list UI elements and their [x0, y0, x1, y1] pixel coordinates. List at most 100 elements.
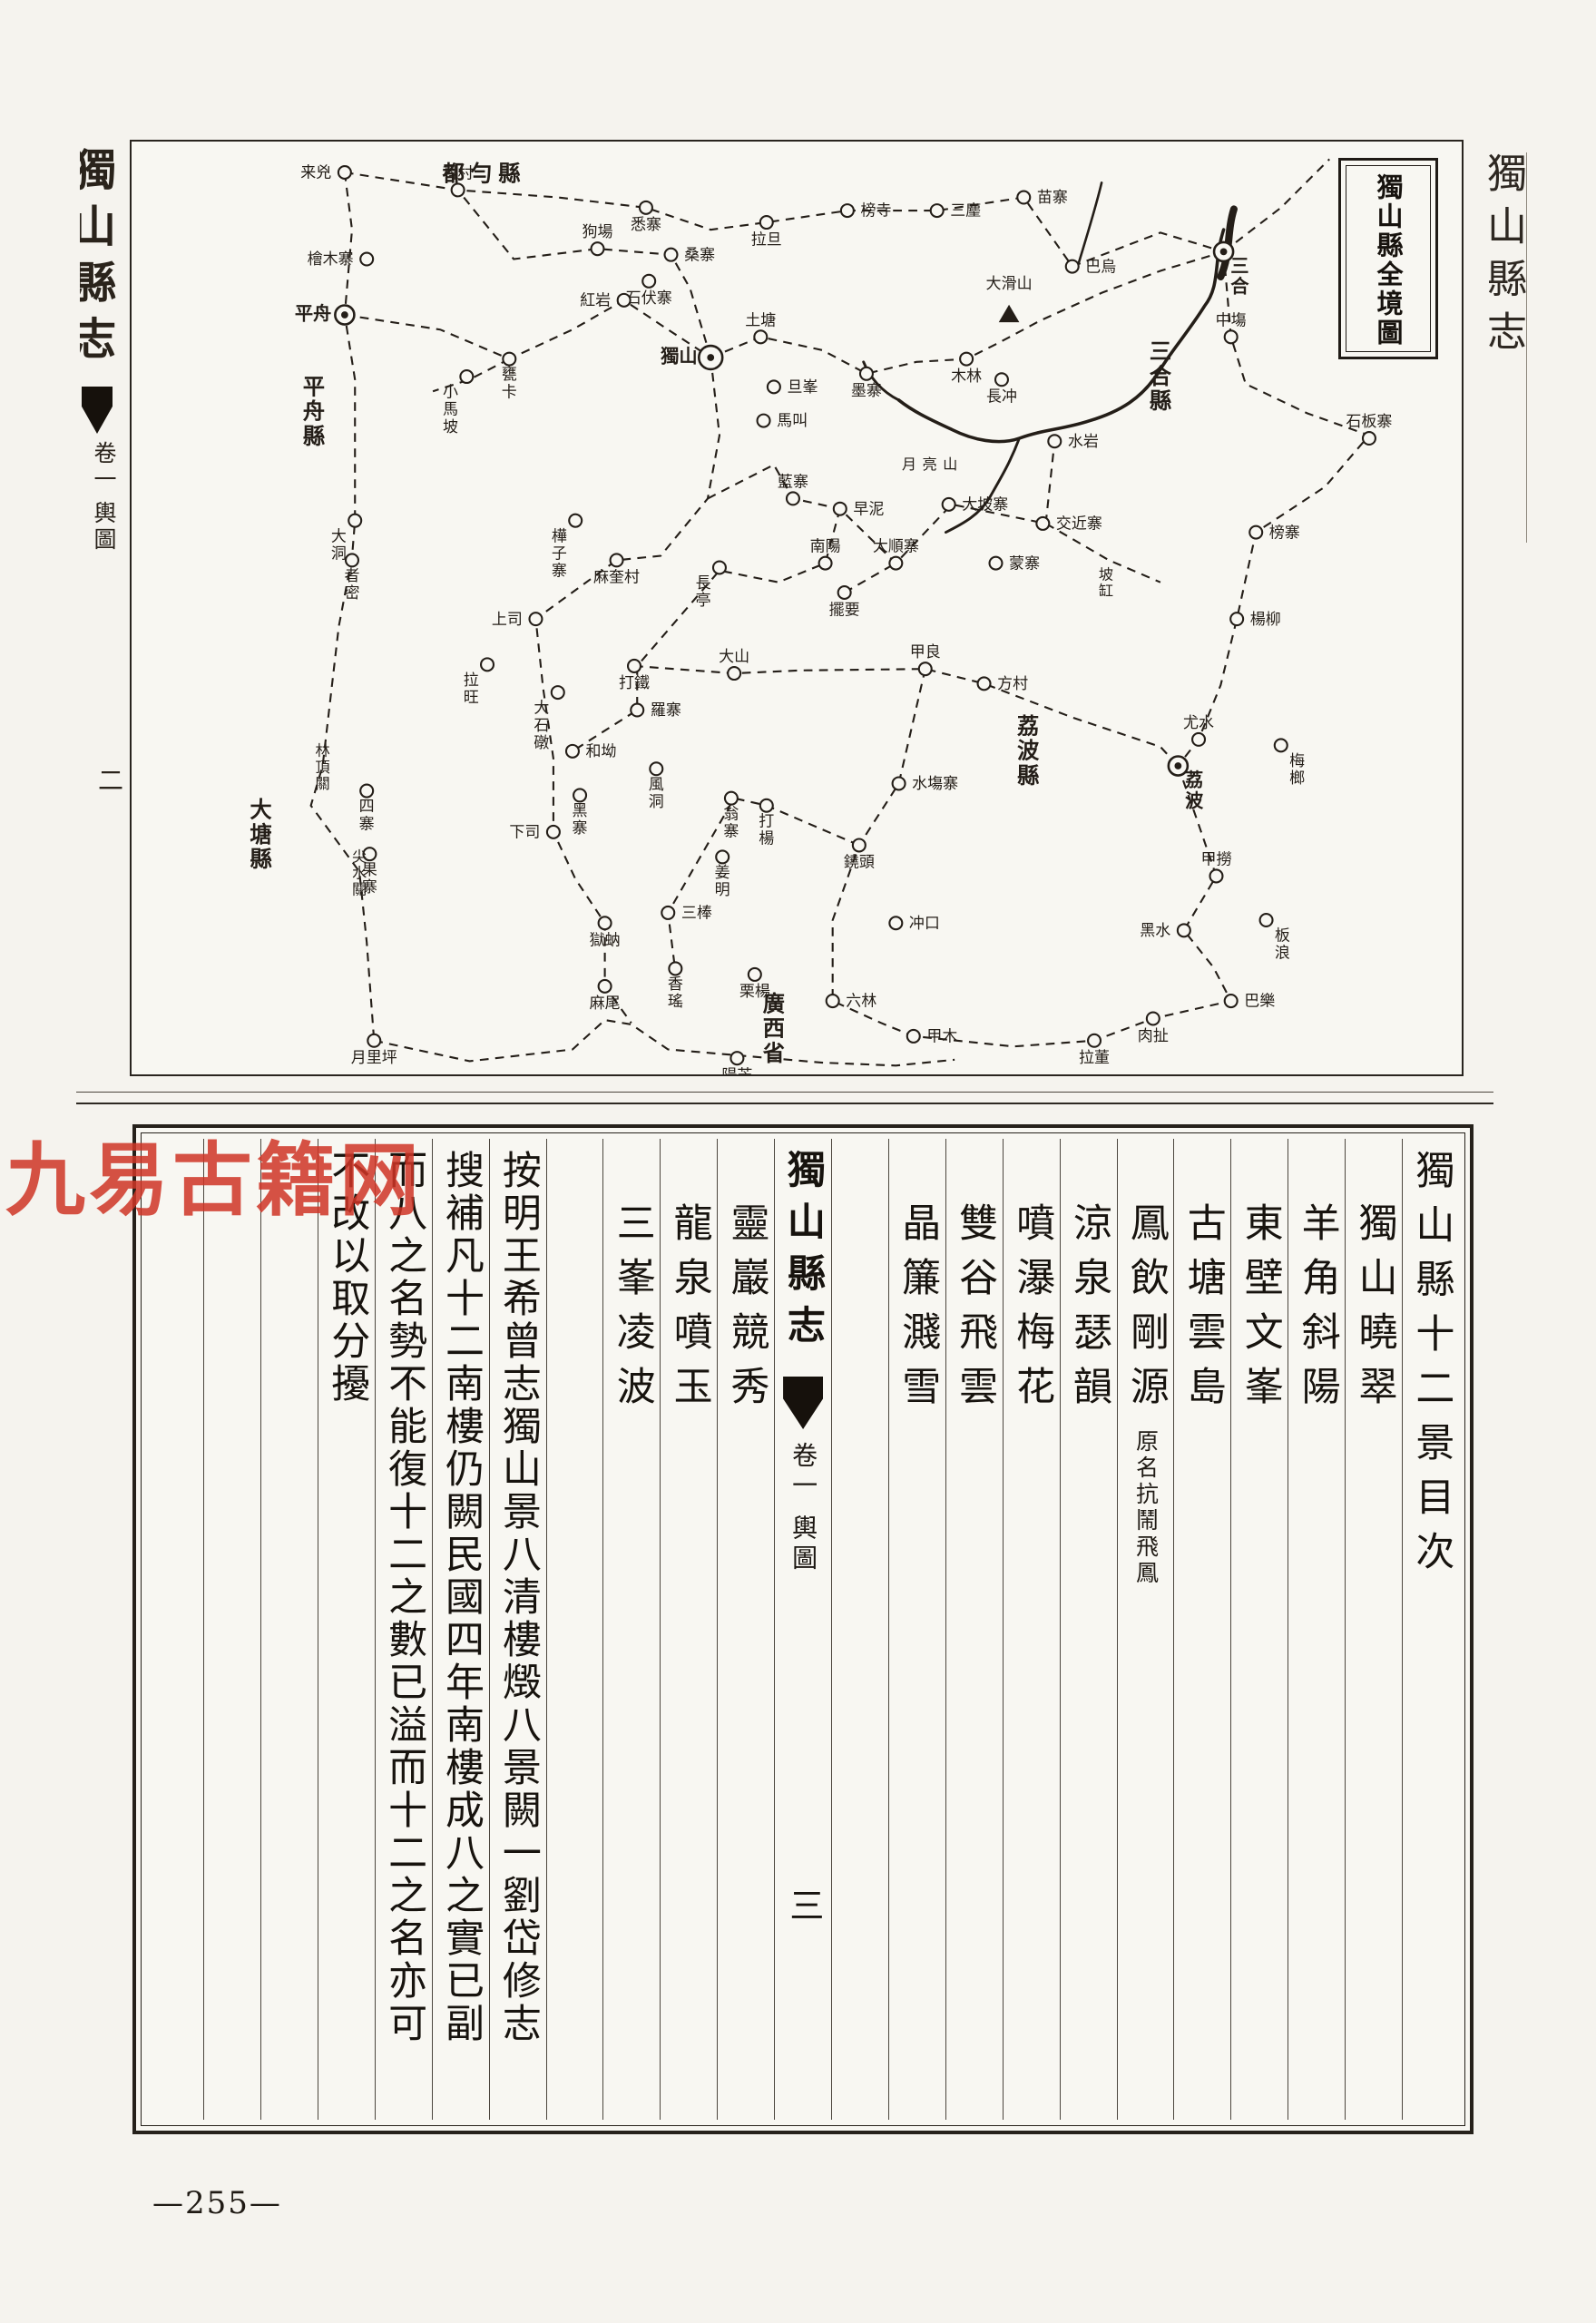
adjacent-page-title: 獨山縣志 — [1480, 152, 1526, 363]
map-river — [944, 436, 1021, 534]
map-town-label: 南陽 — [810, 538, 841, 556]
map-town-marker — [1064, 259, 1080, 274]
map-city-marker-dot — [707, 354, 715, 361]
map-town-marker — [759, 798, 774, 813]
map-town-label: 打楊 — [759, 812, 774, 848]
map-town-marker — [573, 788, 588, 803]
map-route — [831, 668, 926, 1037]
map-terrain-label: 月亮山 — [902, 456, 964, 473]
map-town-label: 土塘 — [745, 311, 776, 329]
map-town-marker — [661, 905, 676, 920]
map-city-marker-dot — [1174, 762, 1182, 769]
map-town-marker — [839, 203, 855, 219]
map-title-inner-border: 獨山縣全境圖 — [1346, 165, 1431, 352]
map-town-marker — [362, 847, 377, 862]
map-town-label: 打鐵 — [619, 674, 650, 692]
map-town-label: 桑寨 — [684, 246, 715, 264]
map-town-marker — [550, 685, 565, 701]
map-town-label: 悉寨 — [631, 216, 661, 234]
map-region-label: 荔波縣 — [1017, 712, 1040, 788]
map-town-marker — [1223, 994, 1239, 1009]
map-city-label: 荔波 — [1184, 769, 1204, 812]
map-town-label: 擺要 — [829, 601, 860, 619]
map-town-marker — [729, 1051, 745, 1066]
map-town-marker — [597, 916, 612, 931]
map-town-marker — [459, 369, 475, 385]
map-town-marker — [759, 215, 774, 230]
text-column: 三峯凌波 — [602, 1139, 660, 2120]
map-town-label: 小馬坡 — [443, 384, 458, 436]
map-town-marker — [528, 612, 543, 627]
map-terrain-label: 尖水關 — [352, 848, 367, 897]
map-town-label: 馬叫 — [777, 412, 808, 430]
text-column: 雙谷飛雲 — [945, 1139, 1003, 2120]
map-town-marker — [941, 496, 956, 512]
column-text: 羊角斜陽 — [1295, 1202, 1341, 1420]
fold-section: 輿圖 — [788, 1514, 819, 1574]
column-note: 原名抗鬧飛鳳 — [1132, 1429, 1160, 1587]
map-town-label: 水塲寨 — [912, 775, 958, 793]
map-town-label: 大石礅 — [534, 700, 549, 752]
map-town-label: 梅榔 — [1289, 752, 1305, 788]
map-town-marker — [727, 666, 742, 681]
map-town-label: 長冲 — [986, 388, 1017, 407]
map-town-label: 榜寺 — [860, 202, 891, 221]
text-column: 而八之名勢不能復十二之數已溢而十二之名亦可 — [374, 1139, 432, 2120]
map-town-marker — [450, 182, 465, 198]
map-town-label: 藍寨 — [778, 473, 808, 491]
map-town-marker — [1229, 612, 1245, 627]
column-text: 東壁文峯 — [1238, 1202, 1284, 1420]
map-town-marker — [545, 824, 561, 839]
gutter-volume: 卷一 — [91, 441, 117, 494]
map-town-marker — [888, 916, 904, 931]
map-town-label: 方村 — [997, 675, 1028, 693]
column-text: 噴瀑梅花 — [1009, 1202, 1055, 1420]
map-town-marker — [832, 501, 847, 516]
text-column: 羊角斜陽 — [1288, 1139, 1345, 2120]
map-town-label: 麻奎村 — [593, 569, 640, 587]
map-town-marker — [590, 241, 605, 257]
map-town-marker — [359, 251, 375, 267]
text-column: 搜補凡十二南樓仍闕民國四年南樓成八之實已副 — [431, 1139, 489, 2120]
map-town-label: 石伏寨 — [626, 289, 672, 308]
map-town-label: 果寨 — [362, 861, 377, 897]
map-town-label: 大洞 — [331, 527, 347, 563]
column-text: 獨山縣十二景目次 — [1408, 1150, 1454, 1585]
map-town-label: 木林 — [951, 368, 982, 386]
map-region-label: 廣西省 — [762, 990, 785, 1065]
map-town-label: 交近寨 — [1056, 515, 1102, 534]
map-town-marker — [609, 553, 624, 568]
map-page-frame: 来兇科村悉寨拉旦榜寺三麈苗寨巴烏檜木寨狗場桑寨石伏寨紅岩中塲土塘墨寨木林長冲甕卡… — [130, 140, 1464, 1076]
map-route — [1044, 441, 1056, 524]
map-town-marker — [988, 555, 1004, 571]
map-river — [1076, 181, 1103, 267]
map-town-marker — [888, 555, 904, 571]
fold-volume: 卷一 — [788, 1442, 819, 1502]
page-separator-line — [76, 1092, 1493, 1093]
adjacent-page-title-strip: 獨山縣志 — [1470, 152, 1527, 543]
map-town-label: 大山 — [719, 648, 749, 666]
map-town-label: 翁寨 — [723, 805, 739, 840]
map-town-marker — [568, 513, 583, 528]
map-town-label: 甲撈 — [1200, 851, 1231, 869]
column-text: 靈巖競秀 — [724, 1202, 770, 1420]
text-column: 鳳飲剛源原名抗鬧飛鳳 — [1116, 1139, 1174, 2120]
map-town-label: 大坡寨 — [962, 496, 1008, 515]
map-town-marker — [959, 351, 974, 367]
map-town-marker — [1047, 434, 1062, 449]
map-route — [844, 562, 896, 593]
page-separator-line — [76, 1103, 1493, 1104]
left-gutter-strip: 獨山縣志 卷一 輿圖 二 — [80, 147, 129, 1063]
map-town-label: 者密 — [344, 567, 359, 603]
map-town-marker — [753, 329, 769, 345]
map-town-label: 栗楊 — [739, 983, 770, 1001]
gutter-section: 輿圖 — [91, 501, 117, 554]
column-text: 按明王希曾志獨山景八清樓燬八景闕一劉岱修志 — [495, 1150, 542, 2045]
map-town-marker — [1223, 329, 1239, 345]
map-town-marker — [1248, 524, 1264, 540]
map-town-label: 甲木 — [926, 1028, 957, 1046]
map-town-label: 三麈 — [950, 201, 981, 221]
column-text: 獨山曉翠 — [1352, 1202, 1398, 1420]
map-town-label: 麻尾 — [590, 995, 621, 1013]
map-town-marker — [1209, 868, 1224, 884]
